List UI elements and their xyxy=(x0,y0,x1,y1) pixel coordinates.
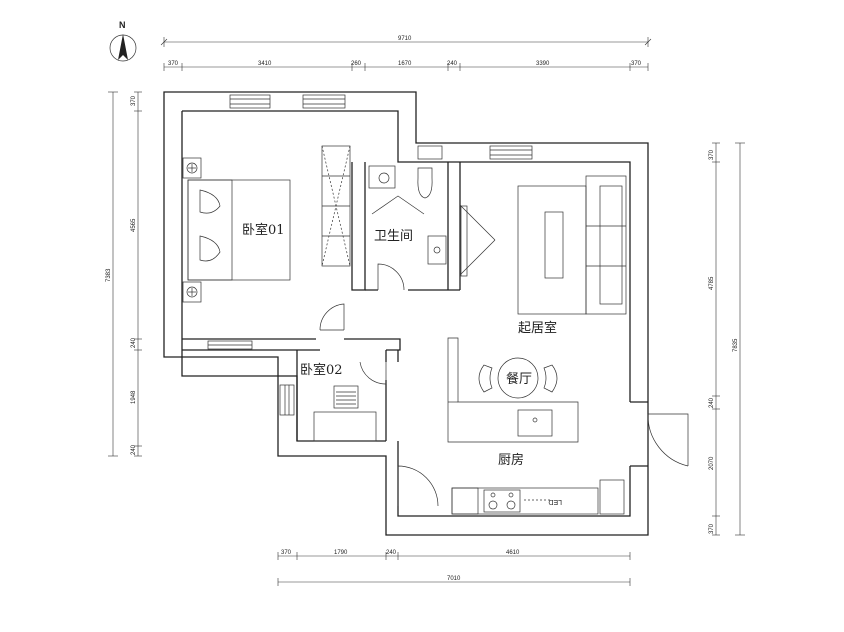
dim-top-seg-5: 240 xyxy=(447,61,458,67)
bathroom-sink xyxy=(427,235,447,265)
room-label-dining: 餐厅 xyxy=(506,371,532,387)
bedroom2-door xyxy=(359,361,387,385)
windows xyxy=(207,94,533,416)
dim-left-total: 7383 xyxy=(106,268,112,282)
wardrobe xyxy=(321,145,351,267)
sofa xyxy=(585,175,627,315)
coffee-table xyxy=(544,211,564,279)
compass-label: N xyxy=(119,20,126,30)
dim-top-seg-2: 3410 xyxy=(258,61,272,67)
dining: 餐厅 xyxy=(478,357,558,399)
north-compass-icon: N xyxy=(109,20,137,62)
kitchen-island xyxy=(447,337,579,443)
dim-top-seg-6: 3390 xyxy=(536,61,550,67)
kitchen-sink xyxy=(517,409,553,437)
shower-area xyxy=(368,165,396,189)
led-label: LED xyxy=(548,498,562,505)
room-label-bedroom1: 卧室01 xyxy=(242,222,285,238)
dim-right-total: 7835 xyxy=(733,338,739,352)
kitchen-counter xyxy=(451,487,599,515)
dim-top-seg-4: 1670 xyxy=(398,61,412,67)
desk-chair xyxy=(333,385,359,409)
dim-bottom-seg-3: 240 xyxy=(386,550,397,556)
toilet xyxy=(417,167,433,199)
dining-chair-right xyxy=(543,364,558,393)
left-dimensions: 7383 370 4565 240 1948 240 xyxy=(106,91,142,457)
dim-bottom-seg-1: 370 xyxy=(281,550,292,556)
dim-top-total: 9710 xyxy=(398,36,412,42)
walls xyxy=(163,91,649,536)
kitchen: 厨房 LED xyxy=(397,337,625,515)
dim-right-seg-2: 4785 xyxy=(709,276,715,290)
desk xyxy=(313,411,377,442)
bedroom-02: 卧室02 xyxy=(300,361,387,442)
dim-right-seg-3: 240 xyxy=(709,397,715,408)
dim-top-seg-7: 370 xyxy=(631,61,642,67)
dining-table xyxy=(497,357,539,399)
kitchen-door xyxy=(397,465,439,507)
dim-right-seg-1: 370 xyxy=(709,149,715,160)
dim-top-seg-1: 370 xyxy=(168,61,179,67)
right-dimensions: 370 4785 240 2070 370 7835 xyxy=(709,142,745,536)
room-label-kitchen: 厨房 xyxy=(498,452,524,468)
dim-top-seg-3: 260 xyxy=(351,61,362,67)
dim-left-seg-5: 240 xyxy=(131,444,137,455)
fridge xyxy=(599,479,625,515)
tv-cabinet xyxy=(460,205,468,277)
dim-left-seg-4: 1948 xyxy=(131,390,137,404)
stove xyxy=(483,489,521,513)
dim-bottom-total: 7010 xyxy=(447,576,461,582)
dim-bottom-seg-2: 1790 xyxy=(334,550,348,556)
dim-right-seg-5: 370 xyxy=(709,523,715,534)
rug xyxy=(517,185,587,315)
dim-right-seg-4: 2070 xyxy=(709,456,715,470)
dim-left-seg-3: 240 xyxy=(131,337,137,348)
bathroom: 卫生间 xyxy=(368,165,447,291)
living-room: 起居室 xyxy=(459,175,627,336)
dim-bottom-seg-4: 4610 xyxy=(506,550,520,556)
bottom-dimensions: 370 1790 240 4610 7010 xyxy=(277,550,631,586)
dining-chair-left xyxy=(478,364,493,393)
room-label-bedroom2: 卧室02 xyxy=(300,362,343,378)
room-label-living: 起居室 xyxy=(518,320,557,336)
dim-left-seg-1: 370 xyxy=(131,95,137,106)
dim-left-seg-2: 4565 xyxy=(131,218,137,232)
room-label-bathroom: 卫生间 xyxy=(374,229,413,244)
bedroom-01: 卧室01 xyxy=(182,145,351,331)
top-dimensions: 9710 370 3410 260 1670 240 3390 370 xyxy=(160,36,652,71)
bathroom-door xyxy=(377,263,405,291)
entry-door xyxy=(630,401,689,467)
bedroom1-door xyxy=(319,303,345,331)
